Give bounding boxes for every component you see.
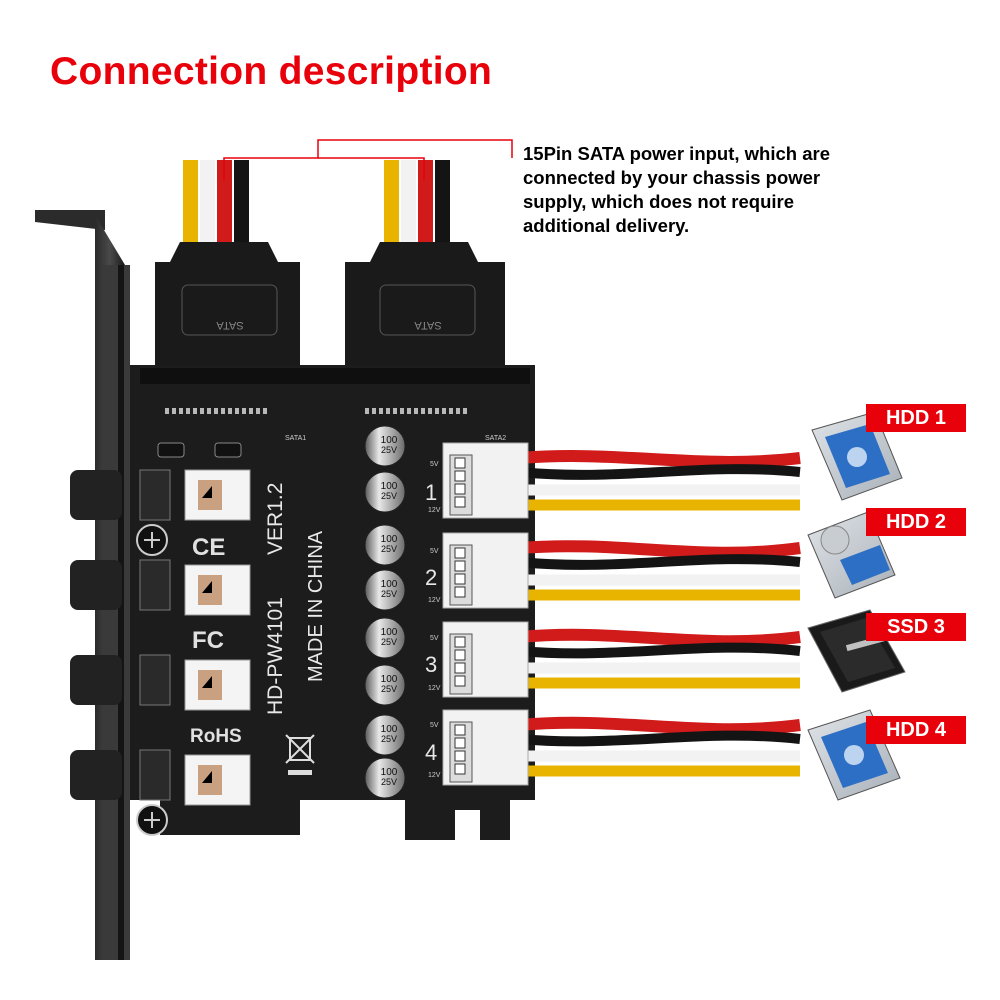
sata-connector-1: SATA	[155, 242, 300, 365]
svg-text:100: 100	[381, 481, 398, 492]
sata-connector-2: SATA	[345, 242, 505, 365]
switch-1	[70, 469, 251, 521]
port-number: 4	[425, 740, 437, 765]
capacitor: 100 25V	[364, 664, 406, 706]
capacitor: 100 25V	[364, 569, 406, 611]
sata-connector-text: SATA	[216, 319, 244, 331]
sata2-silk: SATA2	[485, 435, 506, 442]
drive-label-ssd3: SSD 3	[866, 613, 966, 641]
board-version: VER1.2	[264, 483, 287, 555]
switch-4	[70, 749, 251, 806]
svg-text:25V: 25V	[381, 637, 397, 647]
switch-3	[70, 654, 251, 711]
pointer-line	[223, 139, 513, 180]
capacitor: 100 25V	[364, 471, 406, 513]
svg-text:12V: 12V	[428, 507, 441, 514]
capacitor: 100 25V	[364, 714, 406, 756]
sata1-silk: SATA1	[285, 435, 306, 442]
capacitor: 100 25V	[364, 425, 406, 467]
capacitor: 100 25V	[364, 524, 406, 566]
origin-text: MADE IN CHINA	[305, 530, 327, 682]
drive-label-hdd1: HDD 1	[866, 404, 966, 432]
description-line: supply, which does not require	[523, 191, 795, 212]
drive-label-hdd4: HDD 4	[866, 716, 966, 744]
output-connector-1: 5V 12V	[428, 442, 529, 519]
svg-text:12V: 12V	[428, 597, 441, 604]
svg-text:100: 100	[381, 534, 398, 545]
weee-bin-icon	[285, 734, 315, 775]
output-connector-2: 5V 12V	[428, 532, 529, 609]
capacitor: 100 25V	[364, 617, 406, 659]
description-line: connected by your chassis power	[523, 167, 821, 188]
svg-text:25V: 25V	[381, 589, 397, 599]
svg-text:25V: 25V	[381, 684, 397, 694]
screw-icon	[136, 524, 168, 556]
output-connector-4: 5V 12V	[428, 709, 529, 786]
output-connector-3: 5V 12V	[428, 621, 529, 698]
hdd-icon	[811, 411, 903, 501]
drive-label-hdd2: HDD 2	[866, 508, 966, 536]
svg-text:5V: 5V	[430, 461, 439, 468]
svg-text:5V: 5V	[430, 635, 439, 642]
model-number: HD-PW4101	[264, 597, 287, 715]
svg-text:25V: 25V	[381, 777, 397, 787]
svg-text:25V: 25V	[381, 445, 397, 455]
svg-text:5V: 5V	[430, 548, 439, 555]
switch-buttons	[70, 469, 251, 806]
capacitor: 100 25V	[364, 757, 406, 799]
port-number: 1	[425, 480, 437, 505]
svg-text:100: 100	[381, 627, 398, 638]
svg-text:100: 100	[381, 435, 398, 446]
page-title: Connection description	[50, 50, 493, 93]
rohs-mark: RoHS	[190, 726, 242, 747]
svg-text:100: 100	[381, 767, 398, 778]
svg-text:100: 100	[381, 724, 398, 735]
svg-text:100: 100	[381, 674, 398, 685]
svg-text:5V: 5V	[430, 722, 439, 729]
svg-text:12V: 12V	[428, 685, 441, 692]
description-line: 15Pin SATA power input, which are	[523, 143, 831, 164]
screw-icon	[136, 804, 168, 836]
svg-text:12V: 12V	[428, 772, 441, 779]
sata-connector-text: SATA	[414, 319, 442, 331]
svg-text:25V: 25V	[381, 734, 397, 744]
description-line: additional delivery.	[523, 215, 690, 236]
switch-2	[70, 559, 251, 616]
svg-text:25V: 25V	[381, 544, 397, 554]
port-number: 3	[425, 652, 437, 677]
ce-mark: CE	[192, 534, 225, 561]
fc-mark: FC	[192, 627, 224, 654]
svg-text:25V: 25V	[381, 491, 397, 501]
sata-input-cables	[183, 160, 450, 242]
svg-text:100: 100	[381, 579, 398, 590]
output-cables	[519, 450, 801, 777]
port-number: 2	[425, 565, 437, 590]
